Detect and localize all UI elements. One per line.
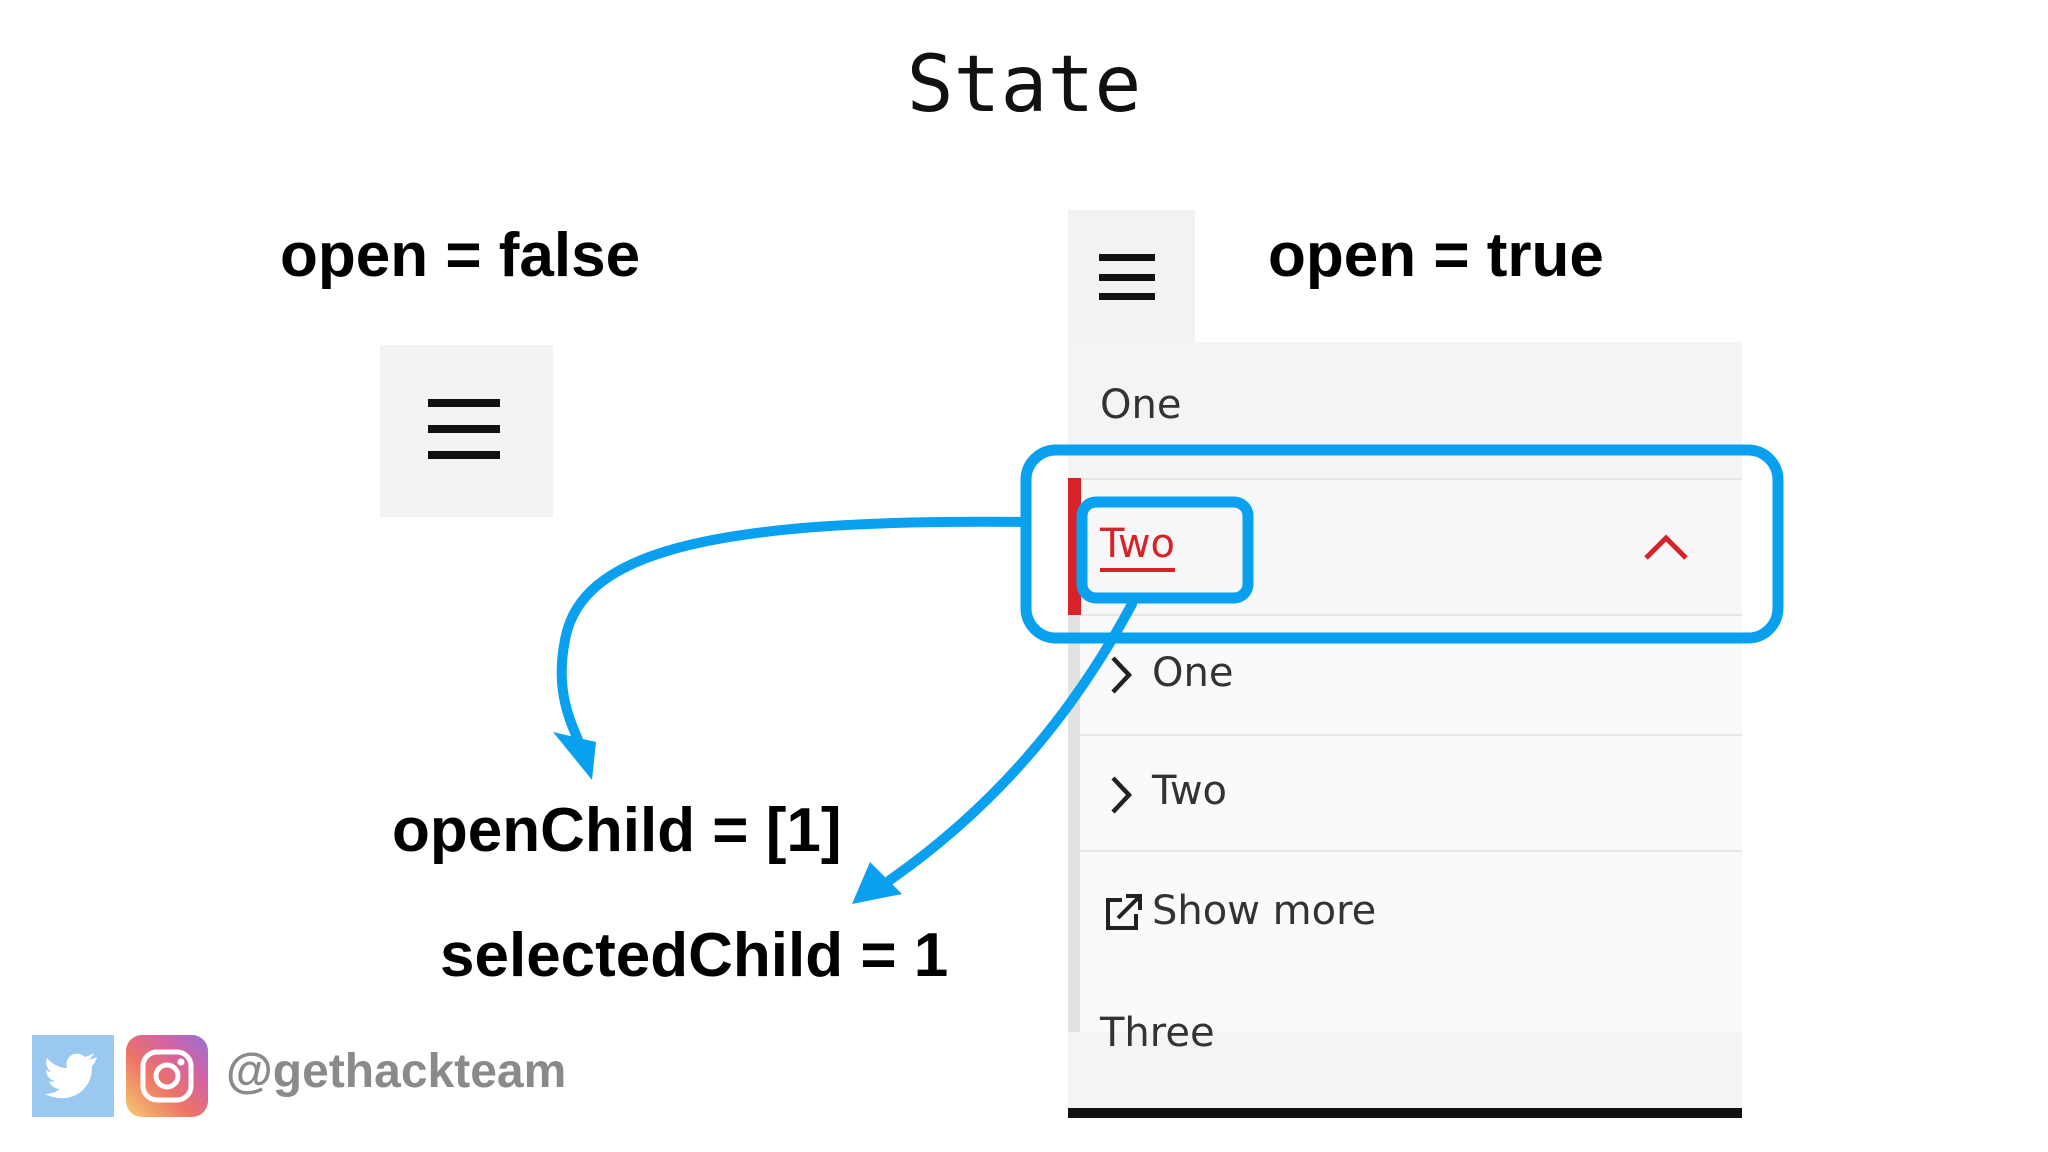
submenu-item-one[interactable]: One bbox=[1080, 616, 1742, 736]
twitter-icon bbox=[45, 1053, 97, 1099]
open-child-label: openChild = [1] bbox=[392, 796, 842, 865]
open-false-label: open = false bbox=[280, 221, 641, 290]
menu-item-two[interactable]: Two bbox=[1100, 522, 1175, 572]
submenu-item-show-more[interactable]: Show more bbox=[1080, 852, 1742, 972]
menu-bottom-border bbox=[1068, 1108, 1742, 1118]
open-true-label: open = true bbox=[1268, 221, 1604, 290]
chevron-up-icon[interactable] bbox=[1642, 530, 1690, 562]
chevron-right-icon bbox=[1111, 776, 1133, 814]
submenu-item-label: Show more bbox=[1152, 888, 1377, 934]
selected-child-label: selectedChild = 1 bbox=[440, 921, 949, 990]
slide-title: State bbox=[906, 40, 1142, 130]
chevron-right-icon bbox=[1111, 656, 1133, 694]
submenu-item-label: Two bbox=[1152, 768, 1227, 814]
hamburger-icon bbox=[428, 399, 500, 459]
social-handle[interactable]: @gethackteam bbox=[226, 1045, 567, 1098]
external-link-icon bbox=[1106, 894, 1142, 930]
closed-menu-button[interactable] bbox=[380, 345, 553, 517]
menu-item-three[interactable]: Three bbox=[1100, 1010, 1215, 1056]
instagram-icon bbox=[140, 1049, 194, 1103]
arrow-head bbox=[553, 732, 596, 780]
arrow-head bbox=[852, 862, 902, 904]
submenu-item-label: One bbox=[1152, 650, 1234, 696]
selected-indicator bbox=[1068, 478, 1081, 615]
submenu-item-two[interactable]: Two bbox=[1080, 736, 1742, 852]
menu-item-one[interactable]: One bbox=[1100, 382, 1182, 428]
dropdown-menu: One Two One Two Show more bbox=[1068, 342, 1742, 1118]
hamburger-icon bbox=[1099, 254, 1155, 300]
twitter-button[interactable] bbox=[32, 1035, 114, 1117]
arrow-to-open-child bbox=[556, 516, 1031, 745]
open-menu-button[interactable] bbox=[1068, 210, 1195, 345]
instagram-button[interactable] bbox=[126, 1035, 208, 1117]
submenu: One Two Show more bbox=[1068, 616, 1742, 1032]
